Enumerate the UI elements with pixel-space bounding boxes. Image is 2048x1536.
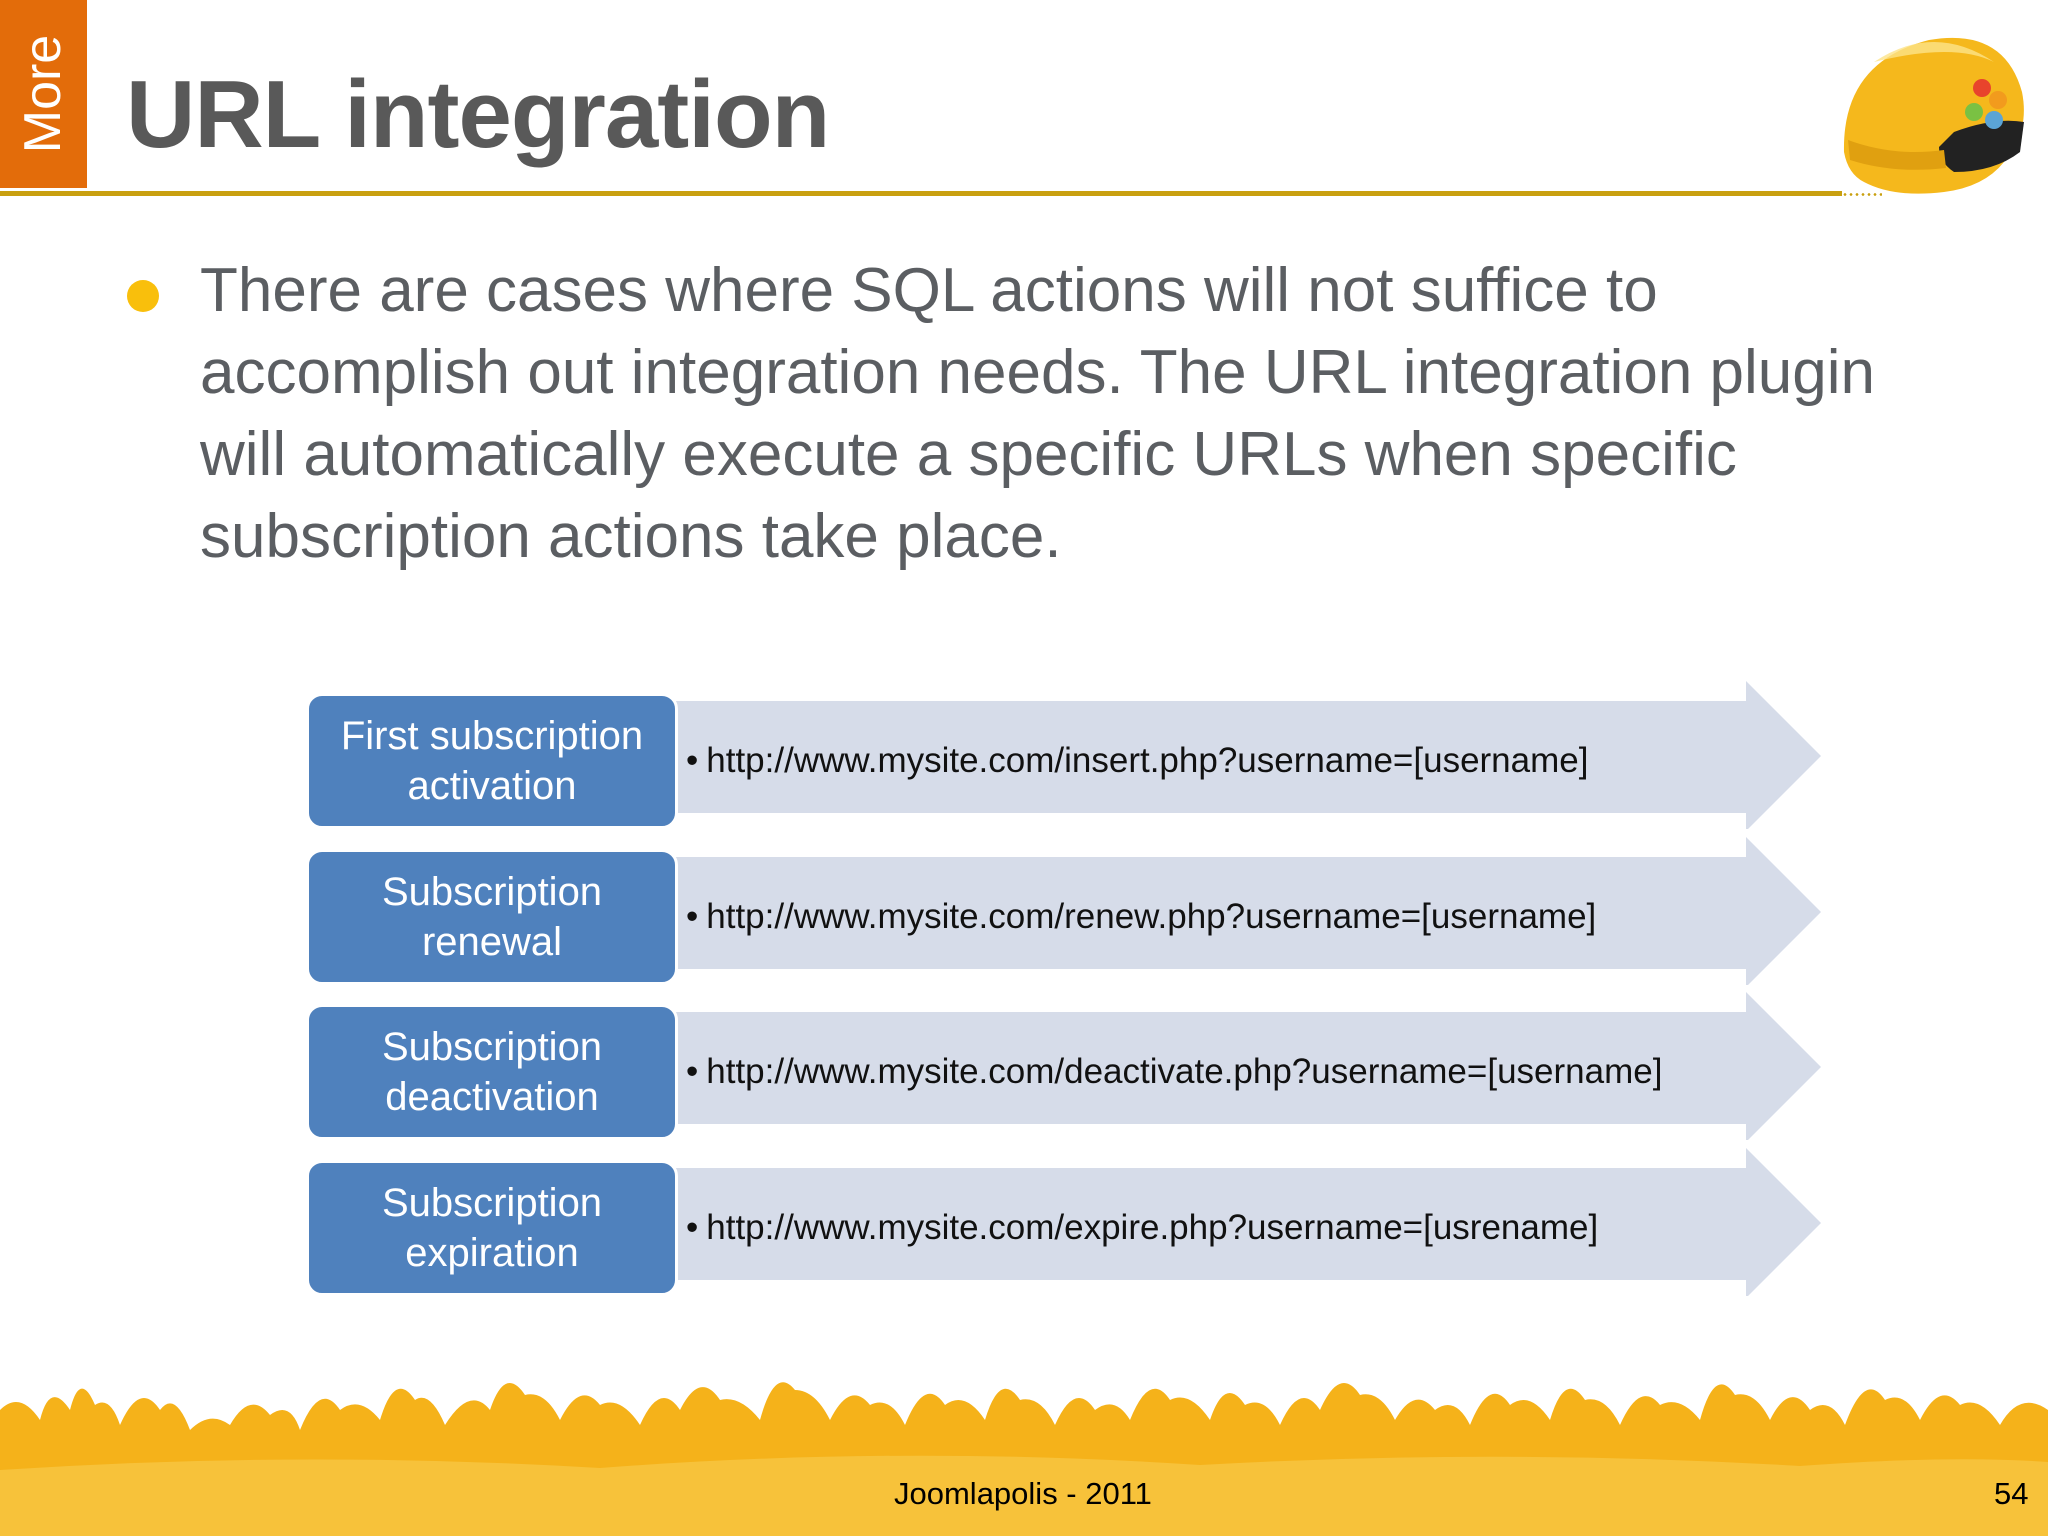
row-label: Subscription renewal [306,849,678,985]
bullet-char: • [686,741,698,781]
footer-text: Joomlapolis - 2011 [894,1476,1152,1512]
url-row-deactivation: Subscription deactivation • http://www.m… [306,992,1830,1140]
page-number: 54 [1994,1476,2028,1512]
bullet-char: • [686,1208,698,1248]
bullet-text: There are cases where SQL actions will n… [200,250,1940,578]
title-underline [0,191,1842,196]
bullet-char: • [686,1052,698,1092]
row-label: Subscription deactivation [306,1004,678,1140]
url-text: http://www.mysite.com/insert.php?usernam… [706,741,1588,781]
url-text: http://www.mysite.com/renew.php?username… [706,897,1596,937]
row-label: Subscription expiration [306,1160,678,1296]
row-url: • http://www.mysite.com/expire.php?usern… [686,1148,1598,1308]
row-url: • http://www.mysite.com/renew.php?userna… [686,837,1596,997]
bullet-char: • [686,897,698,937]
slide-title: URL integration [126,60,829,170]
bullet-dot-icon [127,280,159,312]
section-tab-label: More [13,35,73,153]
row-url: • http://www.mysite.com/insert.php?usern… [686,681,1588,841]
section-tab: More [0,0,87,188]
url-row-expiration: Subscription expiration • http://www.mys… [306,1148,1830,1296]
row-label: First subscription activation [306,693,678,829]
row-url: • http://www.mysite.com/deactivate.php?u… [686,992,1662,1152]
url-row-activation: First subscription activation • http://w… [306,681,1830,829]
url-text: http://www.mysite.com/expire.php?usernam… [706,1208,1598,1248]
hardhat-logo-icon [1834,22,2030,198]
url-text: http://www.mysite.com/deactivate.php?use… [706,1052,1662,1092]
url-row-renewal: Subscription renewal • http://www.mysite… [306,837,1830,985]
